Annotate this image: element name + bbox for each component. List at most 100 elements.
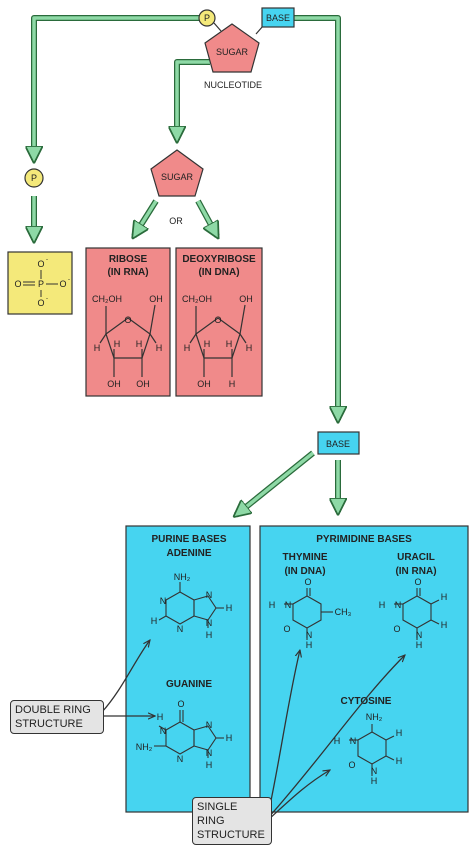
deoxyribose-panel: DEOXYRIBOSE (IN DNA) CH₂OH O OH H H H H …: [175, 247, 263, 397]
pyrimidine-title: PYRIMIDINE BASES: [316, 534, 412, 545]
nucleotide-base: [261, 7, 295, 28]
svg-text:H: H: [441, 620, 448, 630]
svg-text:OH: OH: [136, 379, 150, 389]
svg-text:H: H: [226, 733, 233, 743]
svg-text:N: N: [206, 720, 213, 730]
svg-text:H: H: [396, 728, 403, 738]
svg-text:N: N: [206, 618, 213, 628]
svg-text:H: H: [269, 600, 276, 610]
svg-text:SUGAR: SUGAR: [216, 47, 249, 57]
nucleotide-caption: NUCLEOTIDE: [204, 80, 262, 90]
svg-text:OH: OH: [149, 294, 163, 304]
svg-text:CH₂OH: CH₂OH: [182, 294, 212, 304]
svg-text:O: O: [393, 624, 400, 634]
svg-text:OH: OH: [239, 294, 253, 304]
thymine-subtitle: (IN DNA): [284, 566, 325, 577]
svg-text:O: O: [283, 624, 290, 634]
ribose-title: RIBOSE: [109, 254, 148, 265]
svg-text:H: H: [441, 592, 448, 602]
svg-text:O: O: [414, 577, 421, 587]
ribose-structure: [99, 304, 157, 377]
svg-text:BASE: BASE: [266, 13, 290, 23]
svg-text:CH₃: CH₃: [335, 607, 352, 617]
svg-text:H: H: [379, 600, 386, 610]
deoxyribose-title: DEOXYRIBOSE: [182, 254, 256, 265]
svg-text:N: N: [206, 748, 213, 758]
svg-text:-: -: [46, 296, 48, 302]
svg-text:OH: OH: [197, 379, 211, 389]
svg-text:H: H: [206, 630, 213, 640]
svg-text:OH: OH: [107, 379, 121, 389]
svg-text:P: P: [38, 279, 44, 289]
svg-text:-: -: [68, 277, 70, 283]
cytosine-label: CYTOSINE: [341, 696, 392, 707]
base-box: BASE: [317, 431, 360, 455]
cytosine-structure: [349, 724, 395, 776]
connector-arrows: [34, 15, 338, 515]
deoxyribose-structure: [189, 304, 247, 377]
purine-title: PURINE BASES: [151, 534, 226, 545]
svg-text:H: H: [114, 339, 121, 349]
svg-text:P: P: [204, 13, 210, 23]
uracil-label: URACIL: [397, 552, 435, 563]
pyrimidine-panel: PYRIMIDINE BASES THYMINE (IN DNA) O H N …: [259, 525, 469, 813]
svg-text:N: N: [395, 600, 402, 610]
svg-text:-: -: [46, 257, 48, 263]
svg-text:BASE: BASE: [326, 439, 350, 449]
uracil-subtitle: (IN RNA): [395, 566, 436, 577]
thymine-label: THYMINE: [283, 552, 328, 563]
svg-text:H: H: [226, 603, 233, 613]
svg-text:H: H: [136, 339, 143, 349]
svg-text:H: H: [204, 339, 211, 349]
adenine-label: ADENINE: [166, 548, 211, 559]
single-ring-callout: SINGLE RING STRUCTURE: [192, 797, 272, 845]
purine-panel: PURINE BASES ADENINE NH₂ N N N N H H H G…: [125, 525, 251, 813]
double-ring-callout: DOUBLE RING STRUCTURE: [10, 700, 104, 734]
sugar-pentagon: SUGAR: [150, 149, 204, 197]
svg-text:O: O: [37, 298, 44, 308]
svg-text:N: N: [371, 766, 378, 776]
deoxyribose-subtitle: (IN DNA): [198, 267, 239, 278]
or-label: OR: [169, 216, 183, 226]
svg-text:H: H: [396, 756, 403, 766]
svg-text:NH₂: NH₂: [136, 742, 153, 752]
svg-text:O: O: [124, 315, 131, 325]
svg-text:NH₂: NH₂: [174, 572, 191, 582]
svg-text:N: N: [160, 726, 167, 736]
svg-text:H: H: [206, 760, 213, 770]
svg-text:H: H: [246, 343, 253, 353]
svg-text:CH₂OH: CH₂OH: [92, 294, 122, 304]
svg-text:N: N: [306, 630, 313, 640]
svg-text:H: H: [94, 343, 101, 353]
svg-text:O: O: [348, 760, 355, 770]
callout-pointers: [101, 640, 405, 821]
ribose-panel: RIBOSE (IN RNA) CH₂OH O OH H H H H OH OH: [85, 247, 171, 397]
svg-text:O: O: [214, 315, 221, 325]
svg-text:O: O: [177, 699, 184, 709]
ribose-subtitle: (IN RNA): [107, 267, 148, 278]
guanine-structure: [154, 710, 224, 758]
svg-text:H: H: [157, 712, 164, 722]
svg-text:H: H: [156, 343, 163, 353]
nucleotide: P SUGAR BASE NUCLEOTIDE: [198, 7, 295, 90]
svg-text:H: H: [229, 379, 236, 389]
svg-text:H: H: [306, 640, 313, 650]
uracil-structure: [394, 588, 440, 640]
svg-text:O: O: [14, 279, 21, 289]
svg-text:H: H: [184, 343, 191, 353]
svg-text:N: N: [416, 630, 423, 640]
svg-text:N: N: [206, 590, 213, 600]
svg-text:N: N: [285, 600, 292, 610]
thymine-structure: [284, 588, 333, 640]
nucleotide-phosphate: [198, 9, 216, 27]
svg-text:H: H: [151, 616, 158, 626]
svg-text:N: N: [177, 624, 184, 634]
svg-text:H: H: [226, 339, 233, 349]
svg-text:O: O: [59, 279, 66, 289]
svg-text:O: O: [304, 577, 311, 587]
svg-text:H: H: [416, 640, 423, 650]
svg-text:H: H: [371, 776, 378, 786]
phosphate-group: P O - O O - O -: [7, 251, 73, 315]
nucleotide-sugar: [204, 23, 260, 73]
